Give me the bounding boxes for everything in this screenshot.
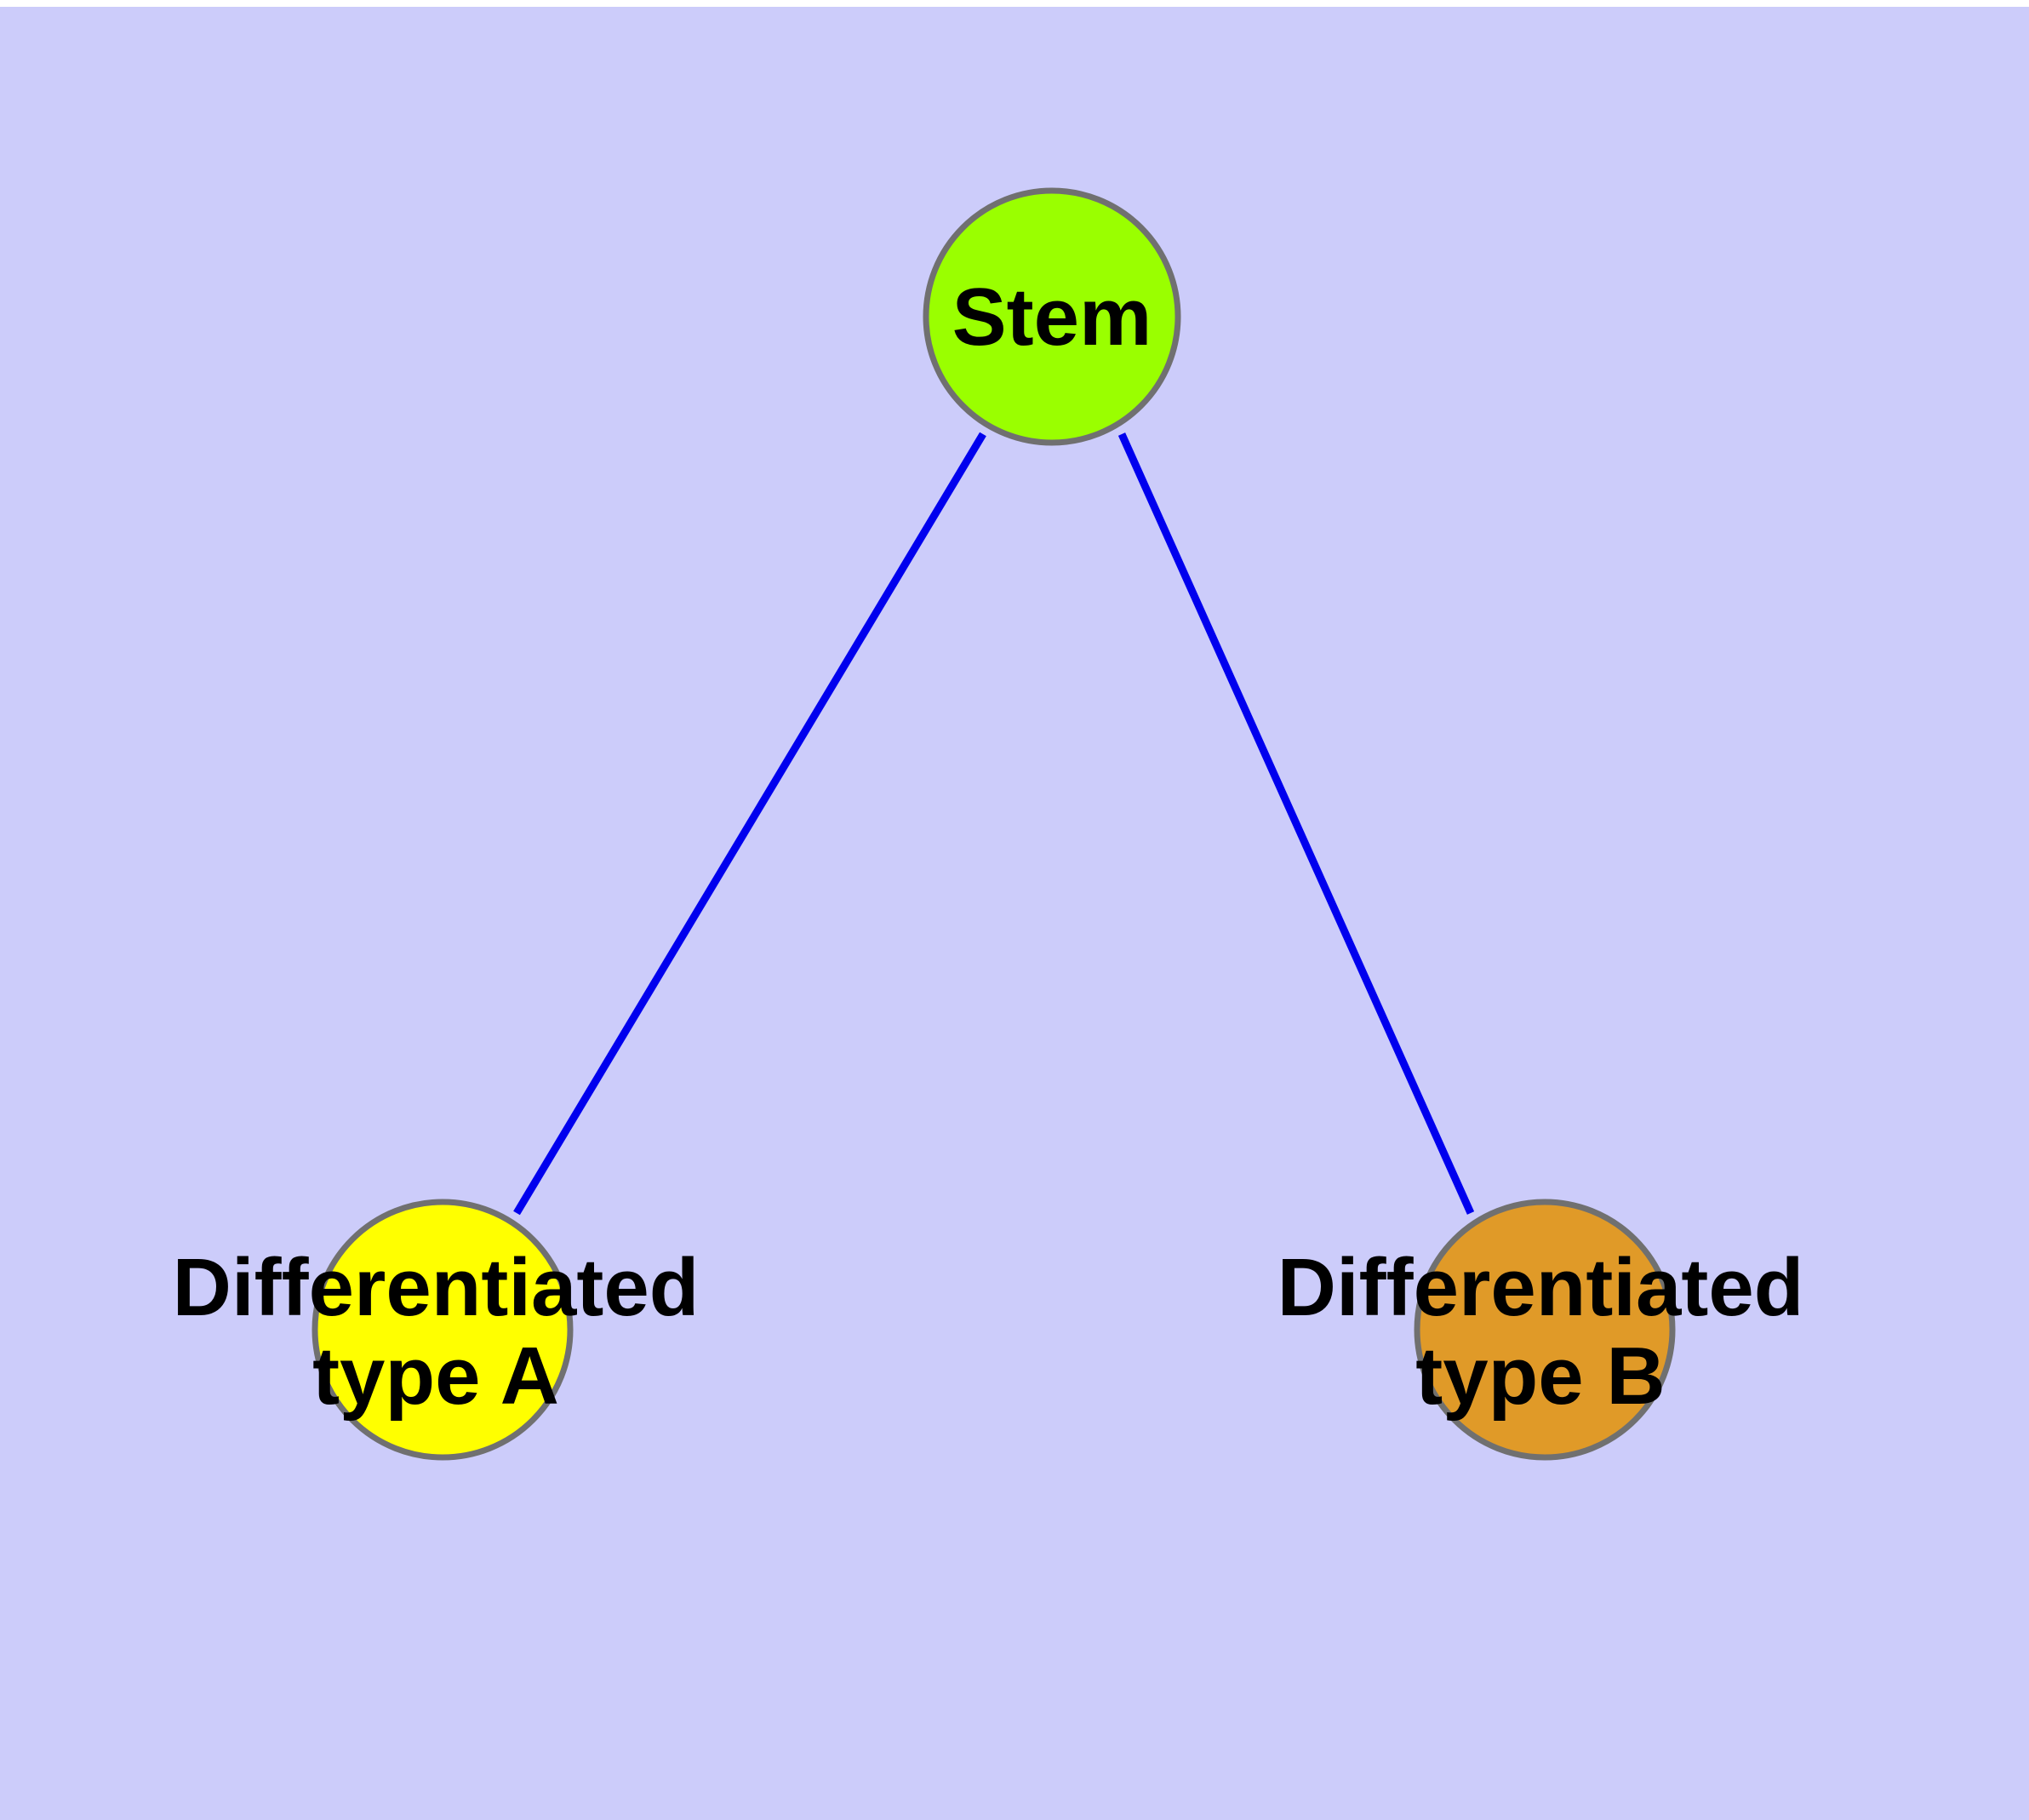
node-label-line: type A bbox=[312, 1331, 559, 1422]
node-stem[interactable] bbox=[923, 187, 1181, 446]
node-label-line: Differentiated bbox=[1277, 1242, 1804, 1333]
node-label-line: type B bbox=[1415, 1331, 1665, 1422]
edge-layer bbox=[513, 432, 1475, 1216]
edge-stem-to-differentiated-type-a[interactable] bbox=[513, 432, 986, 1216]
node-label-line: Differentiated bbox=[173, 1242, 700, 1333]
node-differentiated-type-b[interactable] bbox=[1414, 1199, 1676, 1461]
edge-stem-to-differentiated-type-b[interactable] bbox=[1117, 432, 1475, 1215]
node-label-line: Stem bbox=[952, 272, 1152, 363]
node-label-stem: Stem bbox=[952, 272, 1152, 363]
node-layer bbox=[311, 187, 1676, 1461]
node-differentiated-type-a[interactable] bbox=[311, 1199, 574, 1461]
